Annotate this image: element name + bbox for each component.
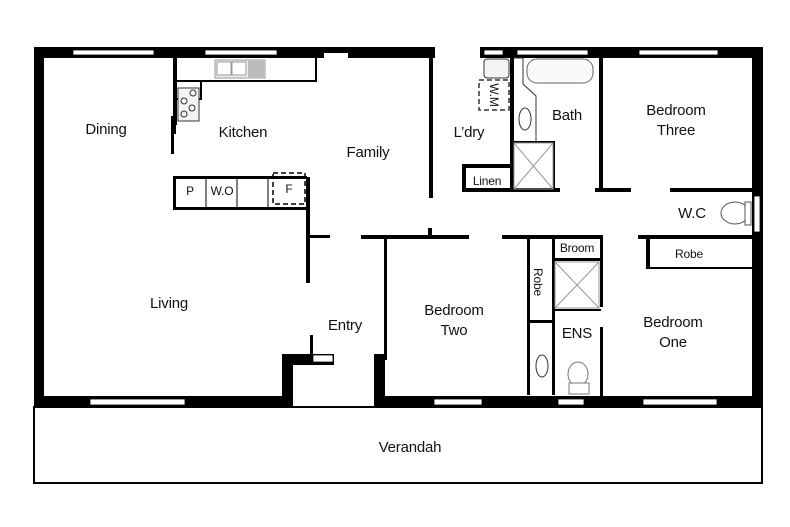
room-label-robe-bedroom-one: Robe [675,247,703,261]
room-label-verandah: Verandah [378,439,442,456]
ensuite-toilet-icon [567,361,590,395]
room-label-wc: W.C [678,205,706,222]
room-label-bedroom-three: Bedroom Three [646,102,706,139]
windows [72,49,761,406]
island-cabinets [205,172,306,207]
vanity-basin-icon [514,57,537,141]
ensuite-shower-icon [554,261,600,309]
fixture-label-pantry: P [186,184,194,198]
room-label-ensuite: ENS [561,325,593,342]
interior-walls [171,58,752,396]
room-label-laundry: L’dry [453,124,485,141]
kitchen-sink-icon [214,59,266,79]
fixture-label-washing-machine: W.M [487,83,501,107]
bathtub-icon [526,58,594,84]
room-label-dining: Dining [85,121,127,138]
room-label-linen: Linen [472,174,502,188]
cooktop-icon [177,87,200,122]
room-label-bedroom-one: Bedroom One [643,314,703,351]
room-label-entry: Entry [327,317,363,334]
room-label-broom: Broom [559,241,595,255]
laundry-tub-icon [478,58,510,111]
room-label-kitchen: Kitchen [218,124,268,141]
room-label-bedroom-two: Bedroom Two [424,302,484,339]
fixture-label-wall-oven: W.O [210,184,234,198]
room-label-living: Living [150,295,188,312]
ensuite-basin-icon [535,354,549,378]
room-label-robe-bedroom-two: Robe [531,268,545,296]
room-label-bath: Bath [551,107,583,124]
room-label-family: Family [346,144,390,161]
fixture-label-fridge: F [285,182,293,196]
wc-toilet-icon [720,201,752,226]
shower-icon [513,142,554,190]
